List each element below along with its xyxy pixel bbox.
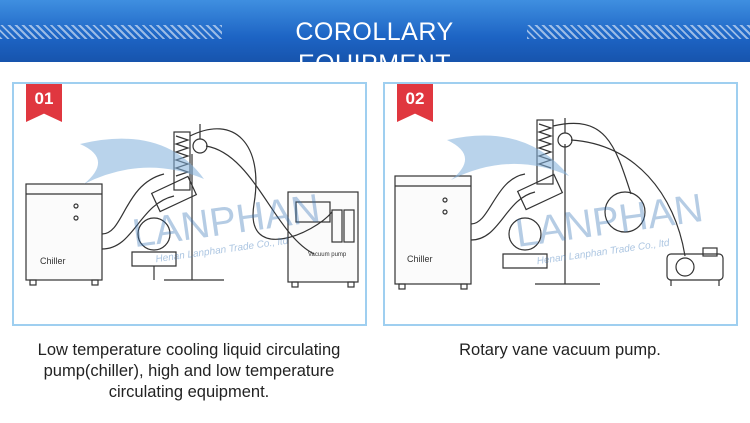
header-banner: COROLLARY EQUIPMENT: [0, 0, 750, 78]
watermark-swoosh-icon: [447, 135, 569, 180]
watermark-swoosh-icon: [80, 138, 204, 184]
chiller-label: Chiller: [407, 254, 433, 264]
caption-panel-1: Low temperature cooling liquid circulati…: [37, 341, 341, 401]
caption-panel-2: Rotary vane vacuum pump.: [459, 341, 661, 359]
equipment-panel-2: Chiller LANPHAN Henan Lanphan Trade Co.,…: [383, 82, 738, 326]
equipment-panel-1: Chiller Vacuum pump LANPHAN Henan Lanpha…: [12, 82, 367, 326]
vacuum-pump-label: Vacuum pump: [308, 252, 347, 258]
vacuum-pump-setup-diagram: Chiller LANPHAN Henan Lanphan Trade Co.,…: [394, 118, 724, 290]
chiller-setup-diagram: Chiller Vacuum pump LANPHAN Henan Lanpha…: [25, 124, 359, 288]
page-title: COROLLARY EQUIPMENT: [295, 18, 454, 78]
banner-stripes-left: [0, 25, 222, 39]
banner-stripes-right: [527, 25, 750, 39]
chiller-label: Chiller: [40, 256, 66, 266]
